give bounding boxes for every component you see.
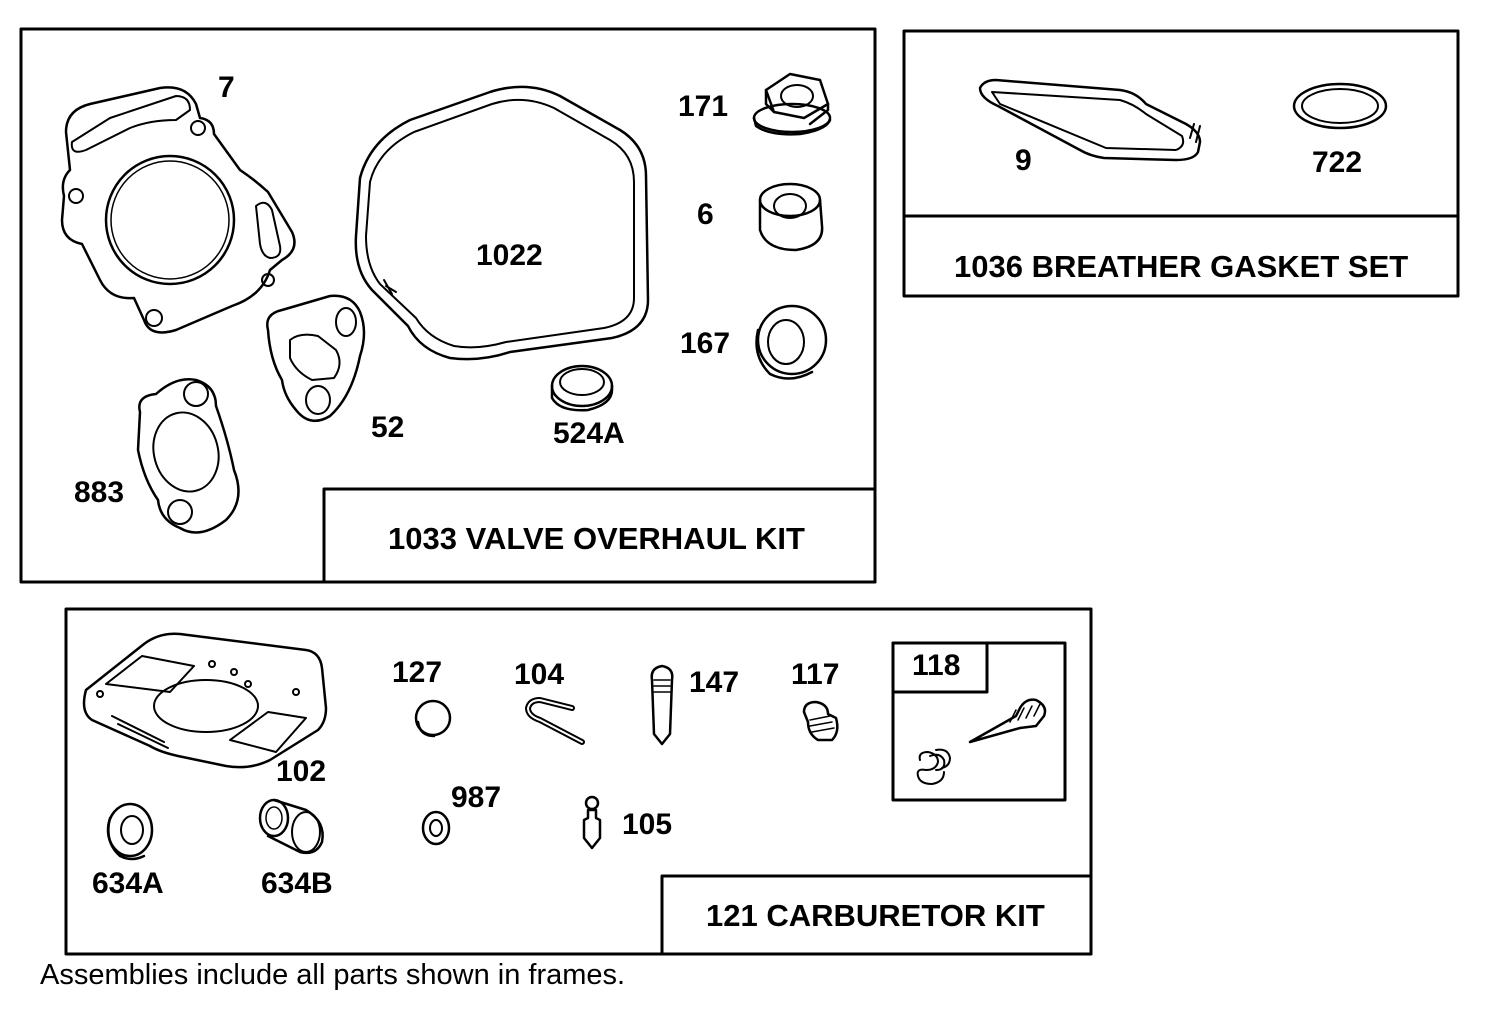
gasket-883 xyxy=(136,378,240,534)
o-ring-722 xyxy=(1292,82,1388,130)
cylinder-head-gasket-7 xyxy=(60,86,296,334)
valve-kit-title: 1033 VALVE OVERHAUL KIT xyxy=(388,521,805,556)
rocker-cover-gasket-1022 xyxy=(354,85,650,361)
seal-6 xyxy=(758,182,824,252)
part-label-524a: 524A xyxy=(553,417,625,450)
washer-987 xyxy=(421,810,451,846)
footnote: Assemblies include all parts shown in fr… xyxy=(40,959,626,991)
part-label-171: 171 xyxy=(678,90,729,123)
part-label-118: 118 xyxy=(912,649,961,682)
breather-set-title: 1036 BREATHER GASKET SET xyxy=(954,249,1409,284)
part-label-6: 6 xyxy=(697,198,714,231)
part-label-634a: 634A xyxy=(92,867,164,900)
part-label-105: 105 xyxy=(622,808,673,841)
part-label-102: 102 xyxy=(276,755,327,788)
part-label-117: 117 xyxy=(791,658,840,691)
part-label-52: 52 xyxy=(371,411,405,444)
part-label-7: 7 xyxy=(218,71,235,104)
welch-plug-127 xyxy=(414,699,452,738)
flange-nut-171 xyxy=(752,72,832,136)
part-label-634b: 634B xyxy=(261,867,333,900)
part-label-722: 722 xyxy=(1312,146,1363,179)
part-label-1022: 1022 xyxy=(476,239,543,272)
valve-kit-frame xyxy=(19,27,877,584)
carburetor-kit-title: 121 CARBURETOR KIT xyxy=(706,898,1045,933)
pin-104 xyxy=(525,697,585,745)
part-label-9: 9 xyxy=(1015,144,1032,177)
mixture-screw-118 xyxy=(916,698,1047,785)
carburetor-gasket-102 xyxy=(82,632,328,769)
carburetor-title-box xyxy=(660,874,1093,956)
seal-524a xyxy=(550,364,614,412)
subassembly-118-label-box xyxy=(891,641,989,694)
valve-kit-title-box xyxy=(322,487,877,584)
part-label-104: 104 xyxy=(514,658,565,691)
breather-gasket-9 xyxy=(978,78,1202,162)
part-label-987: 987 xyxy=(451,781,502,814)
part-label-127: 127 xyxy=(392,656,443,689)
seal-167 xyxy=(755,304,828,380)
inlet-needle-105 xyxy=(582,795,602,850)
part-label-883: 883 xyxy=(74,476,125,509)
breather-set-frame xyxy=(902,29,1460,298)
part-label-167: 167 xyxy=(680,327,731,360)
part-label-147: 147 xyxy=(689,666,740,699)
screw-117 xyxy=(802,700,839,742)
bushing-634b xyxy=(258,798,324,855)
seal-634a xyxy=(106,802,154,861)
needle-147 xyxy=(650,664,674,746)
carburetor-kit-frame xyxy=(64,607,1093,956)
gasket-52 xyxy=(266,294,366,423)
